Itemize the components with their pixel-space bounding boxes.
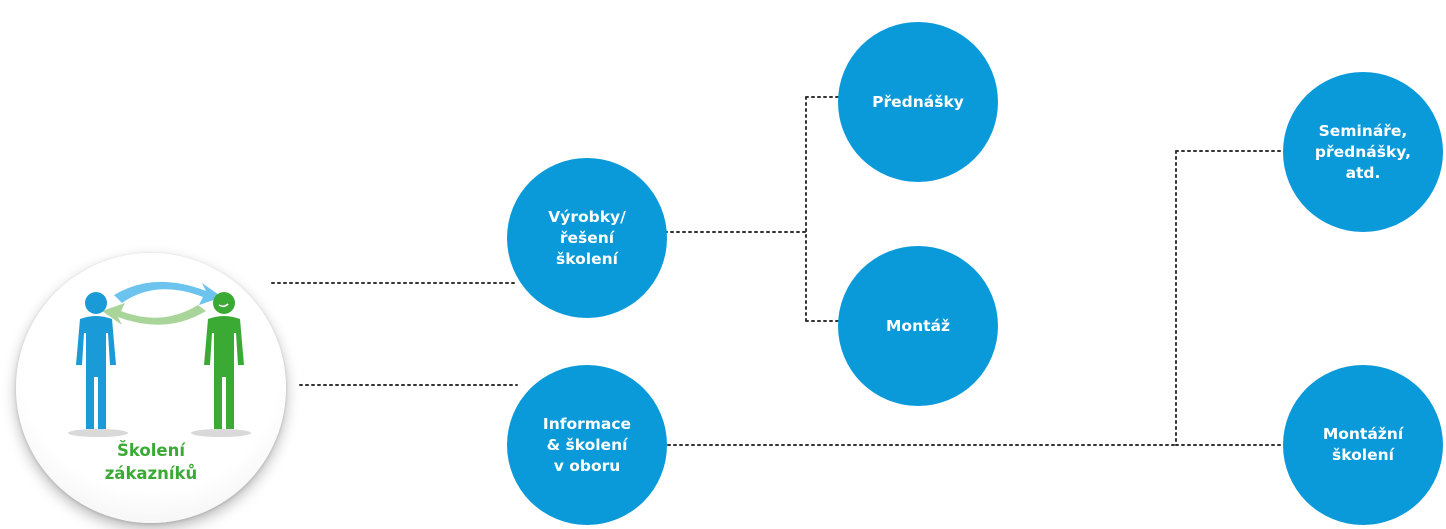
node-lectures-label: Přednášky (872, 92, 964, 111)
arrow-blue-icon (114, 281, 222, 305)
root-label: Školení zákazníků (104, 441, 198, 483)
node-assembly-training: Montážní školení (1283, 365, 1443, 525)
arrow-green-icon (102, 303, 206, 325)
node-product-training-label: Výrobky/ řešení školení (548, 207, 626, 268)
node-seminars-label: Semináře, přednášky, atd. (1314, 121, 1412, 182)
connector-industry-branch (667, 150, 1284, 446)
root-node: Školení zákazníků (16, 253, 286, 523)
node-assembly: Montáž (838, 246, 998, 406)
node-product-training: Výrobky/ řešení školení (507, 158, 667, 318)
node-lectures: Přednášky (838, 22, 998, 182)
person-green-icon (204, 292, 244, 429)
person-blue-icon (76, 292, 116, 429)
node-industry-training: Informace & školení v oboru (507, 365, 667, 525)
people-exchange-icon (68, 281, 251, 437)
node-assembly-training-label: Montážní školení (1322, 425, 1404, 464)
node-assembly-label: Montáž (886, 316, 950, 335)
node-seminars: Semináře, přednášky, atd. (1283, 72, 1443, 232)
connector-product-branch (664, 96, 839, 322)
node-industry-training-label: Informace & školení v oboru (542, 414, 632, 475)
